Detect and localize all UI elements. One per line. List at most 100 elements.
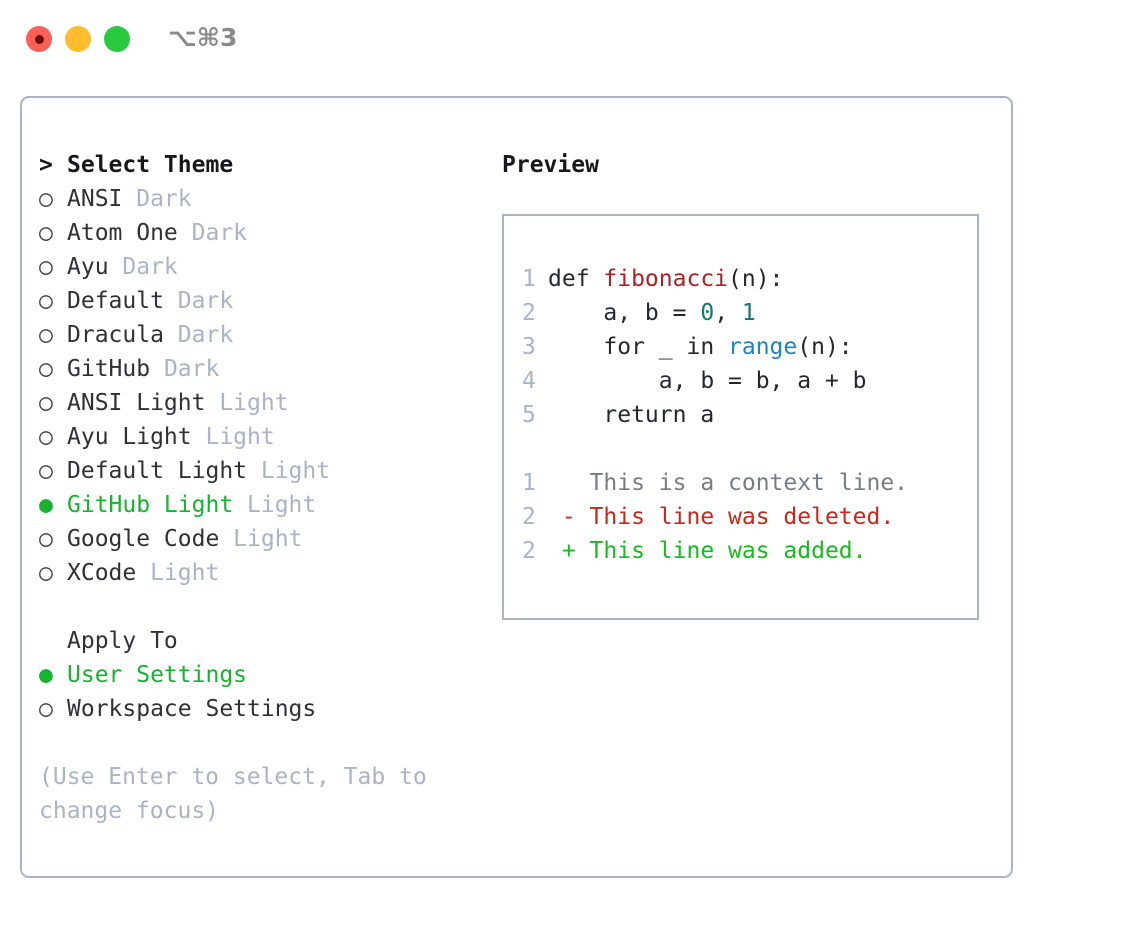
radio-selected-icon: ● <box>39 492 53 518</box>
code-line: 2 a, b = 0, 1 <box>522 296 977 330</box>
theme-item-ayu[interactable]: ○ Ayu Dark <box>39 250 499 284</box>
diff-line-add: 2 + This line was added. <box>522 534 977 568</box>
diff-line-del: 2 - This line was deleted. <box>522 500 977 534</box>
diff-line-text: This is a context line. <box>548 470 909 496</box>
line-number: 2 <box>522 538 536 564</box>
close-button[interactable] <box>26 26 52 52</box>
theme-item-google-code[interactable]: ○ Google Code Light <box>39 522 499 556</box>
theme-list-title: Select Theme <box>67 152 234 178</box>
theme-item-label: Default Light <box>67 458 248 484</box>
theme-item-label: Google Code <box>67 526 220 552</box>
theme-item-label: XCode <box>67 560 137 586</box>
radio-unselected-icon: ○ <box>39 288 53 314</box>
theme-item-label: Default <box>67 288 164 314</box>
theme-item-label: ANSI <box>67 186 123 212</box>
apply-to-option-user-settings[interactable]: ● User Settings <box>39 658 499 692</box>
line-number: 1 <box>522 266 536 292</box>
theme-item-xcode[interactable]: ○ XCode Light <box>39 556 499 590</box>
radio-unselected-icon: ○ <box>39 254 53 280</box>
apply-to-list: ● User Settings ○ Workspace Settings <box>39 658 499 726</box>
code-token: , <box>714 300 742 326</box>
line-number: 5 <box>522 402 536 428</box>
radio-unselected-icon: ○ <box>39 424 53 450</box>
theme-item-label: Ayu Light <box>67 424 192 450</box>
code-token: fibonacci <box>603 266 729 292</box>
preview-title: Preview <box>502 152 599 178</box>
theme-item-label: Dracula <box>67 322 164 348</box>
theme-item-variant: Dark <box>177 220 248 246</box>
code-token: 0 <box>700 300 715 326</box>
radio-selected-icon: ● <box>39 662 53 688</box>
hint-gap <box>39 726 499 760</box>
theme-item-label: Atom One <box>67 220 178 246</box>
theme-item-dracula[interactable]: ○ Dracula Dark <box>39 318 499 352</box>
radio-unselected-icon: ○ <box>39 356 53 382</box>
code-line: 5 return a <box>522 398 977 432</box>
radio-unselected-icon: ○ <box>39 696 53 722</box>
theme-item-ansi-light[interactable]: ○ ANSI Light Light <box>39 386 499 420</box>
theme-item-variant: Light <box>247 458 331 484</box>
theme-item-atom-one[interactable]: ○ Atom One Dark <box>39 216 499 250</box>
theme-selector-panel: > Select Theme ○ ANSI Dark ○ Atom One Dark ○ A… <box>39 148 499 828</box>
line-number: 1 <box>522 470 536 496</box>
radio-unselected-icon: ○ <box>39 526 53 552</box>
radio-unselected-icon: ○ <box>39 220 53 246</box>
code-diff-separator <box>522 432 977 466</box>
line-number: 4 <box>522 368 536 394</box>
radio-unselected-icon: ○ <box>39 186 53 212</box>
window-controls <box>26 26 130 52</box>
code-token: range <box>728 334 798 360</box>
diff-line-text: - This line was deleted. <box>548 504 895 530</box>
theme-item-label: GitHub Light <box>67 492 234 518</box>
apply-to-option-label: User Settings <box>67 662 248 688</box>
theme-item-variant: Dark <box>163 322 234 348</box>
apply-to-option-workspace-settings[interactable]: ○ Workspace Settings <box>39 692 499 726</box>
code-token: for _ in <box>548 334 729 360</box>
theme-item-github-light[interactable]: ● GitHub Light Light <box>39 488 499 522</box>
radio-unselected-icon: ○ <box>39 458 53 484</box>
code-token: def <box>548 266 604 292</box>
theme-item-variant: Light <box>219 526 303 552</box>
theme-item-default-light[interactable]: ○ Default Light Light <box>39 454 499 488</box>
apply-to-header: Apply To <box>67 628 178 654</box>
theme-item-github[interactable]: ○GitHub Dark <box>39 352 499 386</box>
code-token: a, b = <box>548 300 701 326</box>
code-token: 1 <box>741 300 756 326</box>
diff-sample: 1 This is a context line. 2 - This line w… <box>522 466 977 568</box>
theme-item-ansi[interactable]: ○ANSI Dark <box>39 182 499 216</box>
keyboard-shortcut-label: ⌥⌘3 <box>168 23 238 52</box>
radio-unselected-icon: ○ <box>39 390 53 416</box>
line-number: 2 <box>522 300 536 326</box>
theme-item-ayu-light[interactable]: ○ Ayu Light Light <box>39 420 499 454</box>
radio-unselected-icon: ○ <box>39 560 53 586</box>
theme-item-label: ANSI Light <box>67 390 206 416</box>
code-line: 4 a, b = b, a + b <box>522 364 977 398</box>
title-bar: ⌥⌘3 <box>0 0 1140 76</box>
list-gap <box>39 590 499 624</box>
keyboard-hint-text: (Use Enter to select, Tab to change focu… <box>39 764 427 824</box>
theme-list: ○ ANSI Dark ○ Atom One Dark ○ Ayu Dark ○ Defaul… <box>39 182 499 590</box>
line-number: 2 <box>522 504 536 530</box>
code-line: 3 for _ in range(n): <box>522 330 977 364</box>
theme-item-variant: Dark <box>108 254 178 280</box>
code-token: (n): <box>728 266 784 292</box>
maximize-button[interactable] <box>104 26 130 52</box>
apply-to-option-label: Workspace Settings <box>67 696 317 722</box>
code-token: a, b = b, a + b <box>548 368 867 394</box>
theme-item-variant: Light <box>191 424 275 450</box>
theme-item-variant: Light <box>205 390 289 416</box>
theme-item-variant: Light <box>136 560 220 586</box>
radio-unselected-icon: ○ <box>39 322 53 348</box>
minimize-button[interactable] <box>65 26 91 52</box>
code-line: 1 def fibonacci(n): <box>522 262 977 296</box>
theme-item-label: GitHub <box>67 356 151 382</box>
theme-item-default[interactable]: ○ Default Dark <box>39 284 499 318</box>
theme-item-variant: Dark <box>163 288 234 314</box>
theme-item-label: Ayu <box>67 254 109 280</box>
prompt-caret-icon: > <box>39 152 53 178</box>
content-card: > Select Theme ○ ANSI Dark ○ Atom One Dark ○ A… <box>20 96 1013 878</box>
theme-item-variant: Light <box>233 492 317 518</box>
